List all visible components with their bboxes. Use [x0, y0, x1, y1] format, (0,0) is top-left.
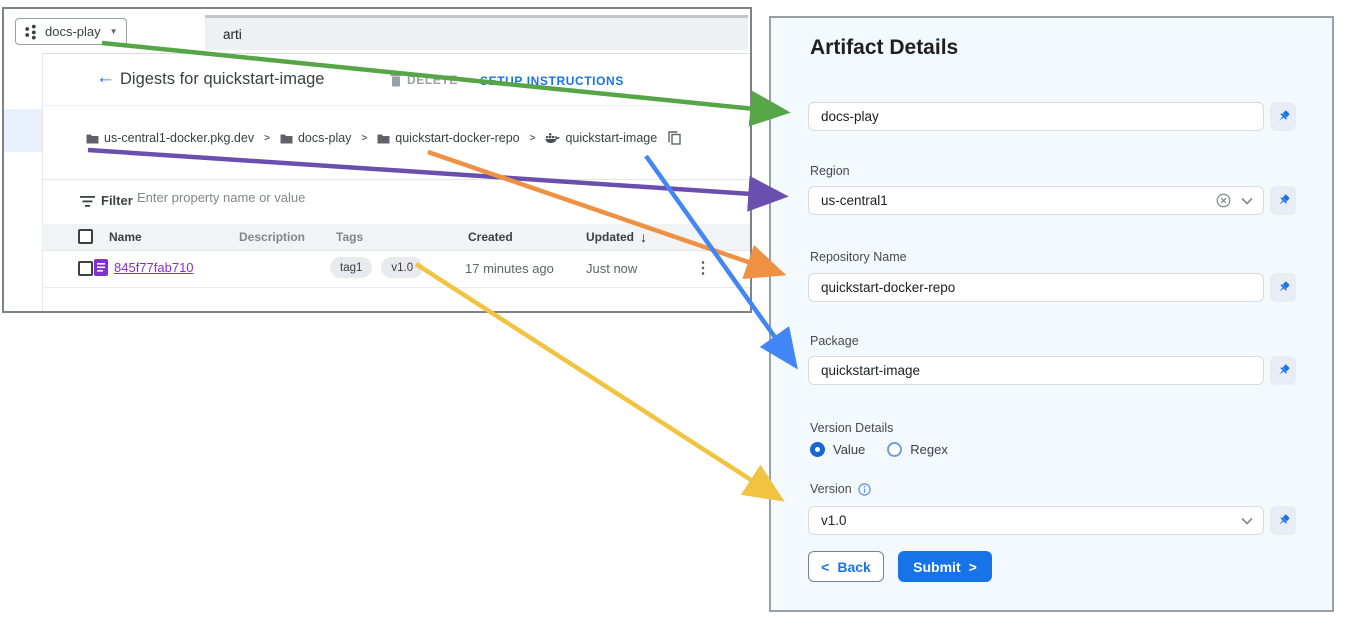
package-label: Package: [810, 334, 859, 348]
repository-label: Repository Name: [810, 250, 907, 264]
tag-chip: v1.0: [381, 257, 424, 278]
pin-icon: [1278, 281, 1289, 292]
column-tags: Tags: [336, 230, 364, 244]
radio-value[interactable]: Value: [810, 442, 865, 457]
radio-regex[interactable]: Regex: [887, 442, 948, 457]
repository-field-value: quickstart-docker-repo: [821, 280, 956, 295]
pin-icon: [1278, 194, 1289, 205]
filter-input[interactable]: [135, 189, 419, 206]
page-title: Digests for quickstart-image: [120, 70, 325, 88]
setup-instructions-button[interactable]: SETUP INSTRUCTIONS: [480, 74, 624, 88]
project-field-value: docs-play: [821, 109, 879, 124]
pin-button[interactable]: [1270, 356, 1296, 385]
sidebar: [4, 53, 43, 311]
folder-icon: [86, 134, 99, 143]
region-label: Region: [810, 164, 850, 178]
row-checkbox[interactable]: [78, 261, 93, 276]
copy-icon[interactable]: [668, 131, 681, 145]
project-dots-icon: [25, 24, 36, 39]
page-header: ← Digests for quickstart-image DELETE SE…: [42, 53, 750, 106]
tag-chip: tag1: [330, 257, 373, 278]
filter-icon: [80, 196, 95, 207]
pin-icon: [1278, 364, 1289, 375]
chevron-left-icon: <: [821, 558, 830, 575]
chevron-right-icon: >: [968, 558, 977, 575]
column-name: Name: [109, 230, 142, 244]
region-field[interactable]: us-central1: [808, 186, 1264, 215]
version-label-row: Version: [810, 482, 871, 496]
created-cell: 17 minutes ago: [465, 261, 554, 276]
artifact-details-panel: Artifact Details docs-play Region us-cen…: [769, 16, 1334, 612]
region-field-value: us-central1: [821, 193, 888, 208]
delete-button[interactable]: DELETE: [390, 73, 458, 87]
radio-unselected-icon: [887, 442, 903, 457]
sidebar-selected-item[interactable]: [4, 109, 42, 152]
breadcrumb-item-project[interactable]: docs-play: [280, 131, 351, 145]
breadcrumb: us-central1-docker.pkg.dev > docs-play >…: [42, 105, 750, 180]
pin-button[interactable]: [1270, 506, 1296, 535]
search-input[interactable]: [205, 15, 748, 50]
back-button[interactable]: < Back: [808, 551, 884, 582]
select-all-checkbox[interactable]: [78, 229, 93, 244]
console-screenshot: docs-play ▼ ← Digests for quickstart-ima…: [2, 7, 752, 313]
column-created: Created: [468, 230, 513, 244]
breadcrumb-separator: >: [361, 132, 368, 144]
trash-icon: [390, 73, 402, 87]
breadcrumb-item-package[interactable]: quickstart-image: [545, 131, 657, 145]
version-field[interactable]: v1.0: [808, 506, 1264, 535]
docker-whale-icon: [545, 133, 561, 143]
breadcrumb-separator: >: [264, 132, 270, 144]
package-field-value: quickstart-image: [821, 363, 921, 378]
chevron-down-icon[interactable]: [1241, 197, 1253, 205]
project-field[interactable]: docs-play: [808, 102, 1264, 131]
repository-field[interactable]: quickstart-docker-repo: [808, 273, 1264, 302]
package-field[interactable]: quickstart-image: [808, 356, 1264, 385]
pin-icon: [1278, 514, 1289, 525]
sort-desc-icon: ↓: [640, 229, 647, 245]
breadcrumb-separator: >: [529, 132, 536, 144]
project-selector-label: docs-play: [45, 24, 101, 39]
submit-button[interactable]: Submit >: [898, 551, 992, 582]
clear-icon[interactable]: [1216, 193, 1231, 208]
row-more-menu-icon[interactable]: ⋮: [695, 260, 711, 277]
breadcrumb-item-repository[interactable]: quickstart-docker-repo: [377, 131, 520, 145]
back-arrow-icon[interactable]: ←: [96, 67, 115, 88]
filter-bar: Filter: [42, 179, 750, 225]
radio-selected-icon: [810, 442, 825, 457]
version-label: Version: [810, 482, 852, 496]
pin-button[interactable]: [1270, 273, 1296, 302]
digest-icon: [94, 259, 108, 276]
folder-icon: [280, 134, 293, 143]
info-icon[interactable]: [857, 482, 871, 496]
console-topbar: docs-play ▼: [4, 9, 750, 54]
project-selector[interactable]: docs-play ▼: [15, 18, 127, 45]
digest-link[interactable]: 845f77fab710: [114, 260, 194, 275]
panel-title: Artifact Details: [810, 36, 959, 59]
table-row: 845f77fab710 tag1 v1.0 17 minutes ago Ju…: [42, 250, 750, 288]
version-details-label: Version Details: [810, 421, 894, 435]
folder-icon: [377, 134, 390, 143]
pin-button[interactable]: [1270, 102, 1296, 131]
chevron-down-icon[interactable]: [1241, 517, 1253, 525]
column-description: Description: [239, 230, 306, 244]
pin-button[interactable]: [1270, 186, 1296, 215]
column-updated-sort[interactable]: Updated ↓: [586, 229, 647, 245]
updated-cell: Just now: [586, 261, 638, 276]
tag-chips: tag1 v1.0: [330, 257, 424, 278]
filter-label: Filter: [101, 193, 133, 208]
table-header: Name Description Tags Created Updated ↓: [42, 224, 750, 251]
pin-icon: [1278, 110, 1289, 121]
version-details-radios: Value Regex: [810, 442, 948, 457]
delete-label: DELETE: [407, 73, 458, 87]
breadcrumb-item-registry[interactable]: us-central1-docker.pkg.dev: [86, 131, 254, 145]
dropdown-caret-icon: ▼: [109, 27, 118, 36]
version-field-value: v1.0: [821, 513, 847, 528]
